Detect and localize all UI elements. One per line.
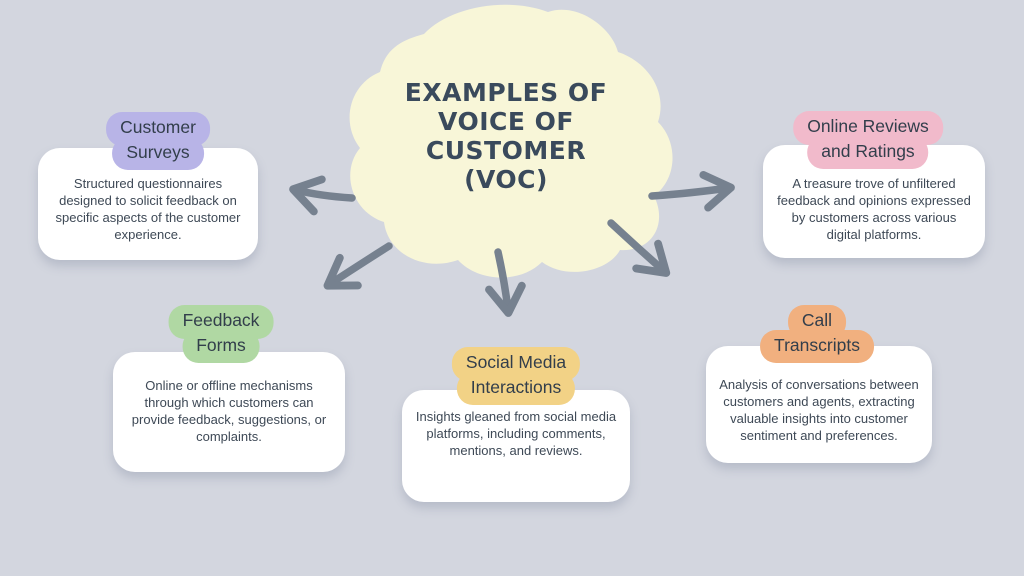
node-label-line: Interactions	[456, 371, 576, 406]
node-label-customer-surveys: Customer Surveys	[106, 112, 210, 171]
node-description: Insights gleaned from social media platf…	[415, 409, 617, 459]
center-blob	[349, 4, 673, 278]
title-line: VOICE OF	[438, 107, 574, 136]
node-label-line: Surveys	[112, 136, 204, 171]
node-label-line: and Ratings	[807, 135, 929, 170]
node-label-line: Transcripts	[760, 329, 874, 364]
node-description: A treasure trove of unfiltered feedback …	[777, 176, 971, 243]
node-card-feedback-forms: Online or offline mechanisms through whi…	[113, 352, 345, 472]
node-label-line: Forms	[182, 329, 260, 364]
arrow-to-feedback-forms	[323, 242, 393, 290]
node-label-call-transcripts: Call Transcripts	[760, 305, 874, 364]
node-label-social-media: Social Media Interactions	[451, 347, 581, 406]
arrow-to-call-transcripts	[607, 219, 671, 277]
arrow-to-online-reviews	[648, 171, 735, 212]
node-card-call-transcripts: Analysis of conversations between custom…	[706, 346, 932, 463]
title-line: (VOC)	[464, 165, 548, 194]
title-line: EXAMPLES OF	[404, 78, 608, 107]
node-description: Structured questionnaires designed to so…	[55, 176, 241, 243]
node-label-online-reviews: Online Reviews and Ratings	[793, 111, 943, 170]
node-description: Analysis of conversations between custom…	[719, 377, 919, 444]
diagram-title: EXAMPLES OF VOICE OF CUSTOMER (VOC)	[362, 78, 650, 194]
node-description: Online or offline mechanisms through whi…	[131, 378, 327, 445]
node-card-social-media: Insights gleaned from social media platf…	[402, 390, 630, 502]
arrow-to-customer-surveys	[289, 175, 356, 216]
title-line: CUSTOMER	[425, 136, 587, 165]
node-label-feedback-forms: Feedback Forms	[168, 305, 274, 364]
arrow-to-social-media	[485, 248, 526, 317]
